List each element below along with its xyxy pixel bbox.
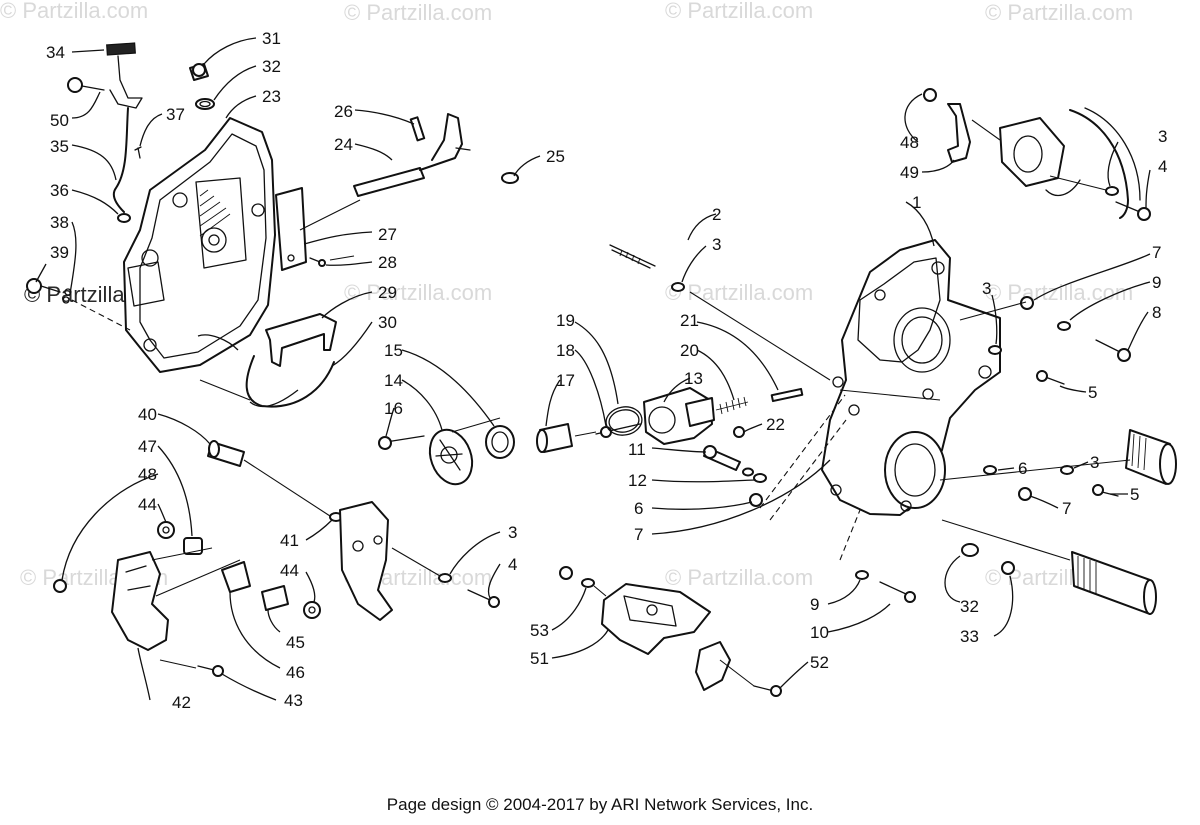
- callout-42: 42: [172, 693, 191, 712]
- callout-48-a: 48: [900, 133, 919, 152]
- callout-44-a: 44: [138, 495, 157, 514]
- chaincase-cover: [123, 117, 276, 373]
- callout-45: 45: [286, 633, 305, 652]
- callout-51: 51: [530, 649, 549, 668]
- callout-20: 20: [680, 341, 699, 360]
- callout-28: 28: [378, 253, 397, 272]
- callout-6-b: 6: [1018, 459, 1027, 478]
- watermark-top-3: © Partzilla.com: [665, 0, 813, 23]
- callout-19: 19: [556, 311, 575, 330]
- watermark-mid-4: © Partzilla.com: [985, 280, 1133, 305]
- callout-32: 32: [262, 57, 281, 76]
- callout-18: 18: [556, 341, 575, 360]
- callout-5-a: 5: [1088, 383, 1097, 402]
- callout-7-b: 7: [634, 525, 643, 544]
- callout-29: 29: [378, 283, 397, 302]
- callout-7-a: 7: [1152, 243, 1161, 262]
- watermark-top-4: © Partzilla.com: [985, 0, 1133, 25]
- callout-9-a: 9: [1152, 273, 1161, 292]
- callout-31: 31: [262, 29, 281, 48]
- callout-11: 11: [628, 440, 646, 459]
- center-lines: [71, 119, 1131, 687]
- watermark-top-2: © Partzilla.com: [344, 0, 492, 25]
- callout-4-b: 4: [508, 555, 517, 574]
- callout-30: 30: [378, 313, 397, 332]
- callout-6-a: 6: [634, 499, 643, 518]
- callout-12: 12: [628, 471, 647, 490]
- lower-bracket-assembly: [559, 566, 782, 697]
- watermark-mid-3: © Partzilla.com: [665, 280, 813, 305]
- callout-38: 38: [50, 213, 69, 232]
- callout-40: 40: [138, 405, 157, 424]
- callout-4-a: 4: [1158, 157, 1167, 176]
- callout-15: 15: [384, 341, 403, 360]
- callout-35: 35: [50, 137, 69, 156]
- callout-26: 26: [334, 102, 353, 121]
- callout-10: 10: [810, 623, 829, 642]
- callout-52: 52: [810, 653, 829, 672]
- callout-14: 14: [384, 371, 403, 390]
- callout-36: 36: [50, 181, 69, 200]
- callout-53: 53: [530, 621, 549, 640]
- lower-left-assembly: [53, 440, 500, 677]
- callout-13: 13: [684, 369, 703, 388]
- callout-3-e: 3: [508, 523, 517, 542]
- callout-46: 46: [286, 663, 305, 682]
- engine-housing-fragment: [923, 88, 1151, 221]
- watermark-mid-2: © Partzilla.com: [344, 280, 492, 305]
- page-footer: Page design © 2004-2017 by ARI Network S…: [386, 795, 814, 814]
- callout-3-b: 3: [1158, 127, 1167, 146]
- callout-27: 27: [378, 225, 397, 244]
- callout-3-c: 3: [982, 279, 991, 298]
- callout-3-a: 3: [712, 235, 721, 254]
- callout-33: 33: [960, 627, 979, 646]
- callout-9-b: 9: [810, 595, 819, 614]
- callout-50: 50: [50, 111, 69, 130]
- cover-hardware: [26, 42, 519, 408]
- callout-49: 49: [900, 163, 919, 182]
- callout-8: 8: [1152, 303, 1161, 322]
- gearcase-hardware: [609, 244, 1177, 615]
- callout-32-b: 32: [960, 597, 979, 616]
- callout-22: 22: [766, 415, 785, 434]
- callout-16: 16: [384, 399, 403, 418]
- callout-34: 34: [46, 43, 65, 62]
- callout-47: 47: [138, 437, 157, 456]
- callout-43: 43: [284, 691, 303, 710]
- callout-24: 24: [334, 135, 353, 154]
- gearcase: [821, 239, 1001, 516]
- center-assembly: [378, 387, 804, 486]
- callout-37: 37: [166, 105, 185, 124]
- callout-17: 17: [556, 371, 575, 390]
- watermark-top-1: © Partzilla.com: [0, 0, 148, 23]
- callout-23: 23: [262, 87, 281, 106]
- callout-1: 1: [912, 193, 921, 212]
- callout-21: 21: [680, 311, 699, 330]
- leader-lines: [35, 37, 1151, 701]
- callout-5-b: 5: [1130, 485, 1139, 504]
- callout-39: 39: [50, 243, 69, 262]
- callout-25: 25: [546, 147, 565, 166]
- watermark-low-3: © Partzilla.com: [665, 565, 813, 590]
- callout-labels: 34 31 32 23 50 37 35 36 38 39 26 24 25 2…: [46, 29, 1167, 712]
- callout-44-b: 44: [280, 561, 299, 580]
- callout-48-b: 48: [138, 465, 157, 484]
- callout-2: 2: [712, 205, 721, 224]
- callout-7-c: 7: [1062, 499, 1071, 518]
- callout-41: 41: [280, 531, 299, 550]
- callout-3-d: 3: [1090, 453, 1099, 472]
